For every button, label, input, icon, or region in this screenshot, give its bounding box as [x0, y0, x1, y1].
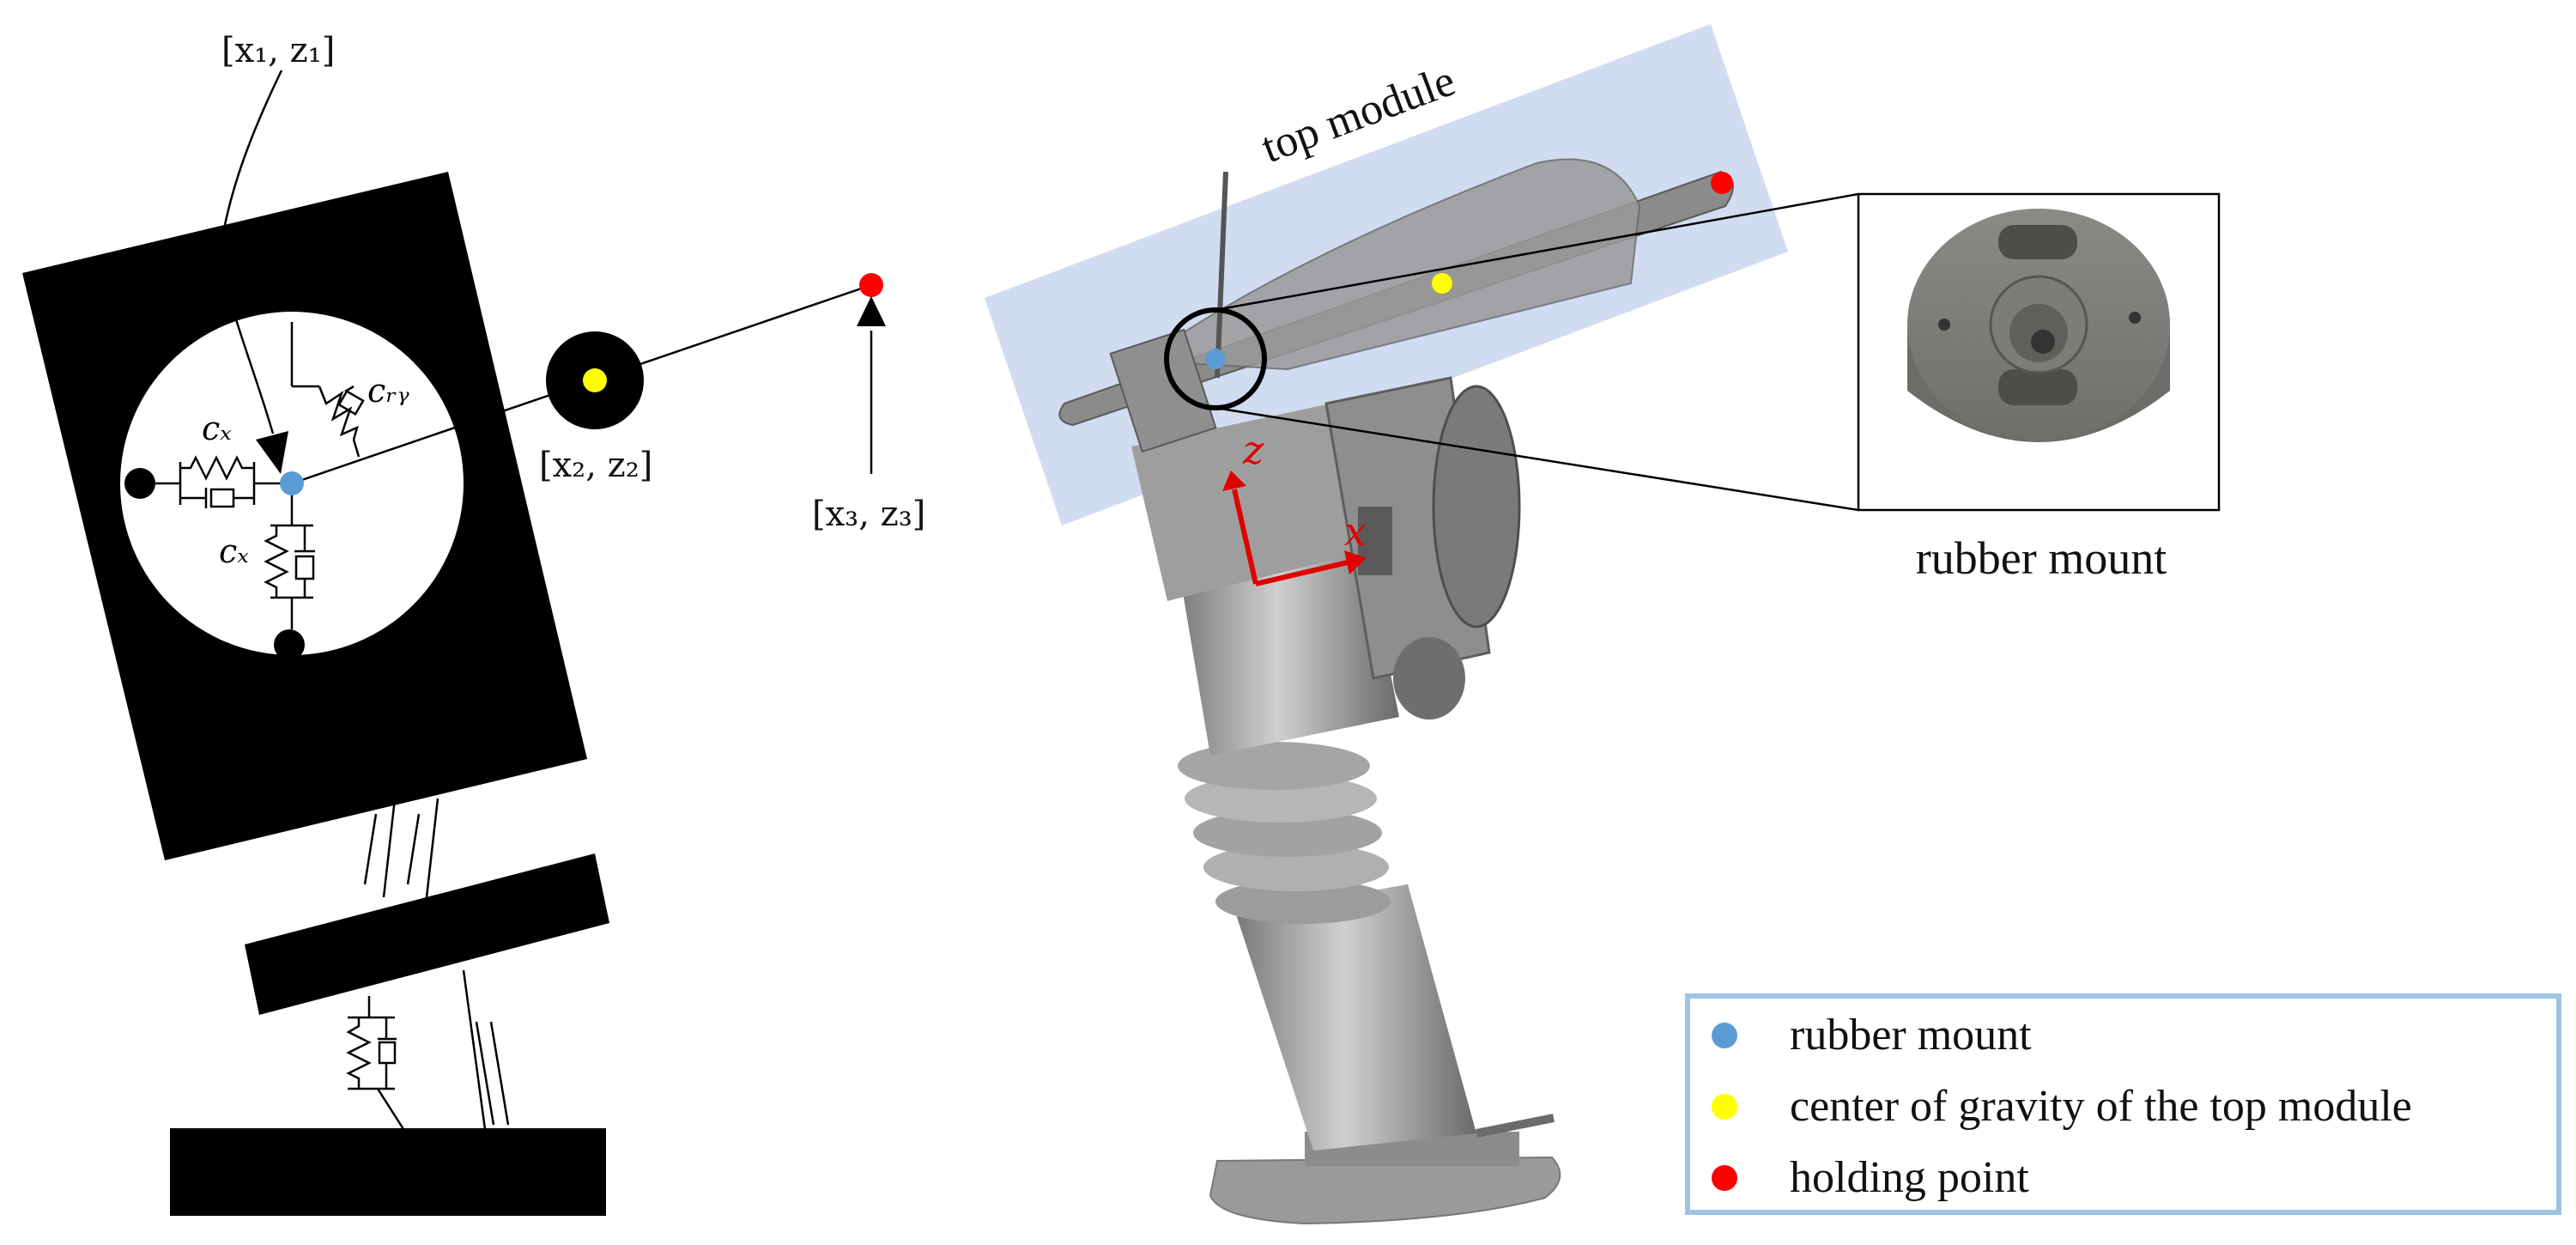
legend-label: rubber mount: [1790, 1011, 2032, 1060]
inset-label: rubber mount: [1916, 532, 2167, 584]
bracket: [1109, 328, 1217, 453]
legend-item: holding point: [1712, 1153, 2029, 1202]
label-x3-z3: [x₃, z₃]: [812, 495, 925, 534]
mount-side-hole-left: [1938, 319, 1950, 331]
engine-fins: [1358, 507, 1392, 575]
legend-marker: [1712, 1094, 1737, 1120]
lower-cone: [1236, 884, 1476, 1151]
guide-rods-lower: [462, 969, 510, 1130]
holding-point: [859, 273, 883, 297]
legend-item: center of gravity of the top module: [1712, 1082, 2412, 1131]
legend-marker: [1712, 1023, 1737, 1048]
rubber-mount-inset: rubber mount: [1857, 192, 2221, 584]
schematic-model: [x₁, z₁] [x₂, z₂] [x₃, z₃] cₓ cₓ cᵣᵧ: [22, 31, 925, 1216]
spring-damper-lower: [346, 996, 405, 1130]
axis-label-x: x: [1344, 508, 1367, 555]
bellows: [1178, 742, 1391, 924]
mount-side-hole-right: [2129, 312, 2141, 324]
spring-damper-x: [140, 455, 292, 508]
mount-center-hole: [2031, 330, 2055, 354]
antenna: [1215, 171, 1228, 379]
machine-rubber-mount-point: [1205, 349, 1226, 369]
spring-damper-ry: [290, 322, 365, 458]
center-of-gravity-point: [583, 368, 607, 392]
base-plate: [1209, 1156, 1561, 1225]
mount-slot-bottom: [1998, 369, 2077, 405]
label-cx: cₓ: [202, 410, 232, 447]
mount-slot-top: [1998, 225, 2077, 259]
recoil-starter: [1432, 385, 1521, 629]
machine-holding-point: [1711, 172, 1733, 194]
coordinate-axes: [1222, 471, 1367, 586]
legend-label: holding point: [1790, 1153, 2029, 1202]
legend: rubber mount center of gravity of the top…: [1685, 993, 2561, 1215]
label-x2-z2: [x₂, z₂]: [539, 446, 652, 485]
machine-illustration: top module: [985, 24, 1859, 1225]
pointer-line-1: [223, 70, 283, 226]
label-x1-z1: [x₁, z₁]: [221, 31, 335, 70]
legend-frame: [1685, 993, 2561, 1215]
contact-point-bottom: [274, 629, 305, 660]
arrow-to-mount: [234, 319, 275, 434]
label-cry: cᵣᵧ: [367, 372, 409, 410]
filter-cup: [1393, 637, 1465, 720]
middle-mass-block: [245, 853, 609, 1015]
label-cz: cₓ: [219, 532, 249, 570]
rubber-mount-point: [280, 471, 304, 495]
legend-label: center of gravity of the top module: [1790, 1082, 2412, 1131]
fuel-tank: [1139, 158, 1641, 371]
holding-force-arrow-head: [857, 296, 886, 326]
zoom-line-top: [1215, 192, 1859, 312]
legend-item: rubber mount: [1712, 1011, 2032, 1060]
spring-damper-z: [264, 483, 315, 629]
upper-cylinder: [1131, 404, 1373, 601]
axis-label-z: z: [1242, 427, 1264, 473]
zoom-line-bottom: [1215, 406, 1859, 512]
guide-rods-upper: [363, 798, 439, 898]
legend-marker: [1712, 1165, 1737, 1191]
arrow-head-mount: [256, 431, 288, 474]
machine-cog-point: [1432, 273, 1452, 294]
base-lever: [1476, 1114, 1555, 1138]
ground-block: [170, 1128, 606, 1216]
